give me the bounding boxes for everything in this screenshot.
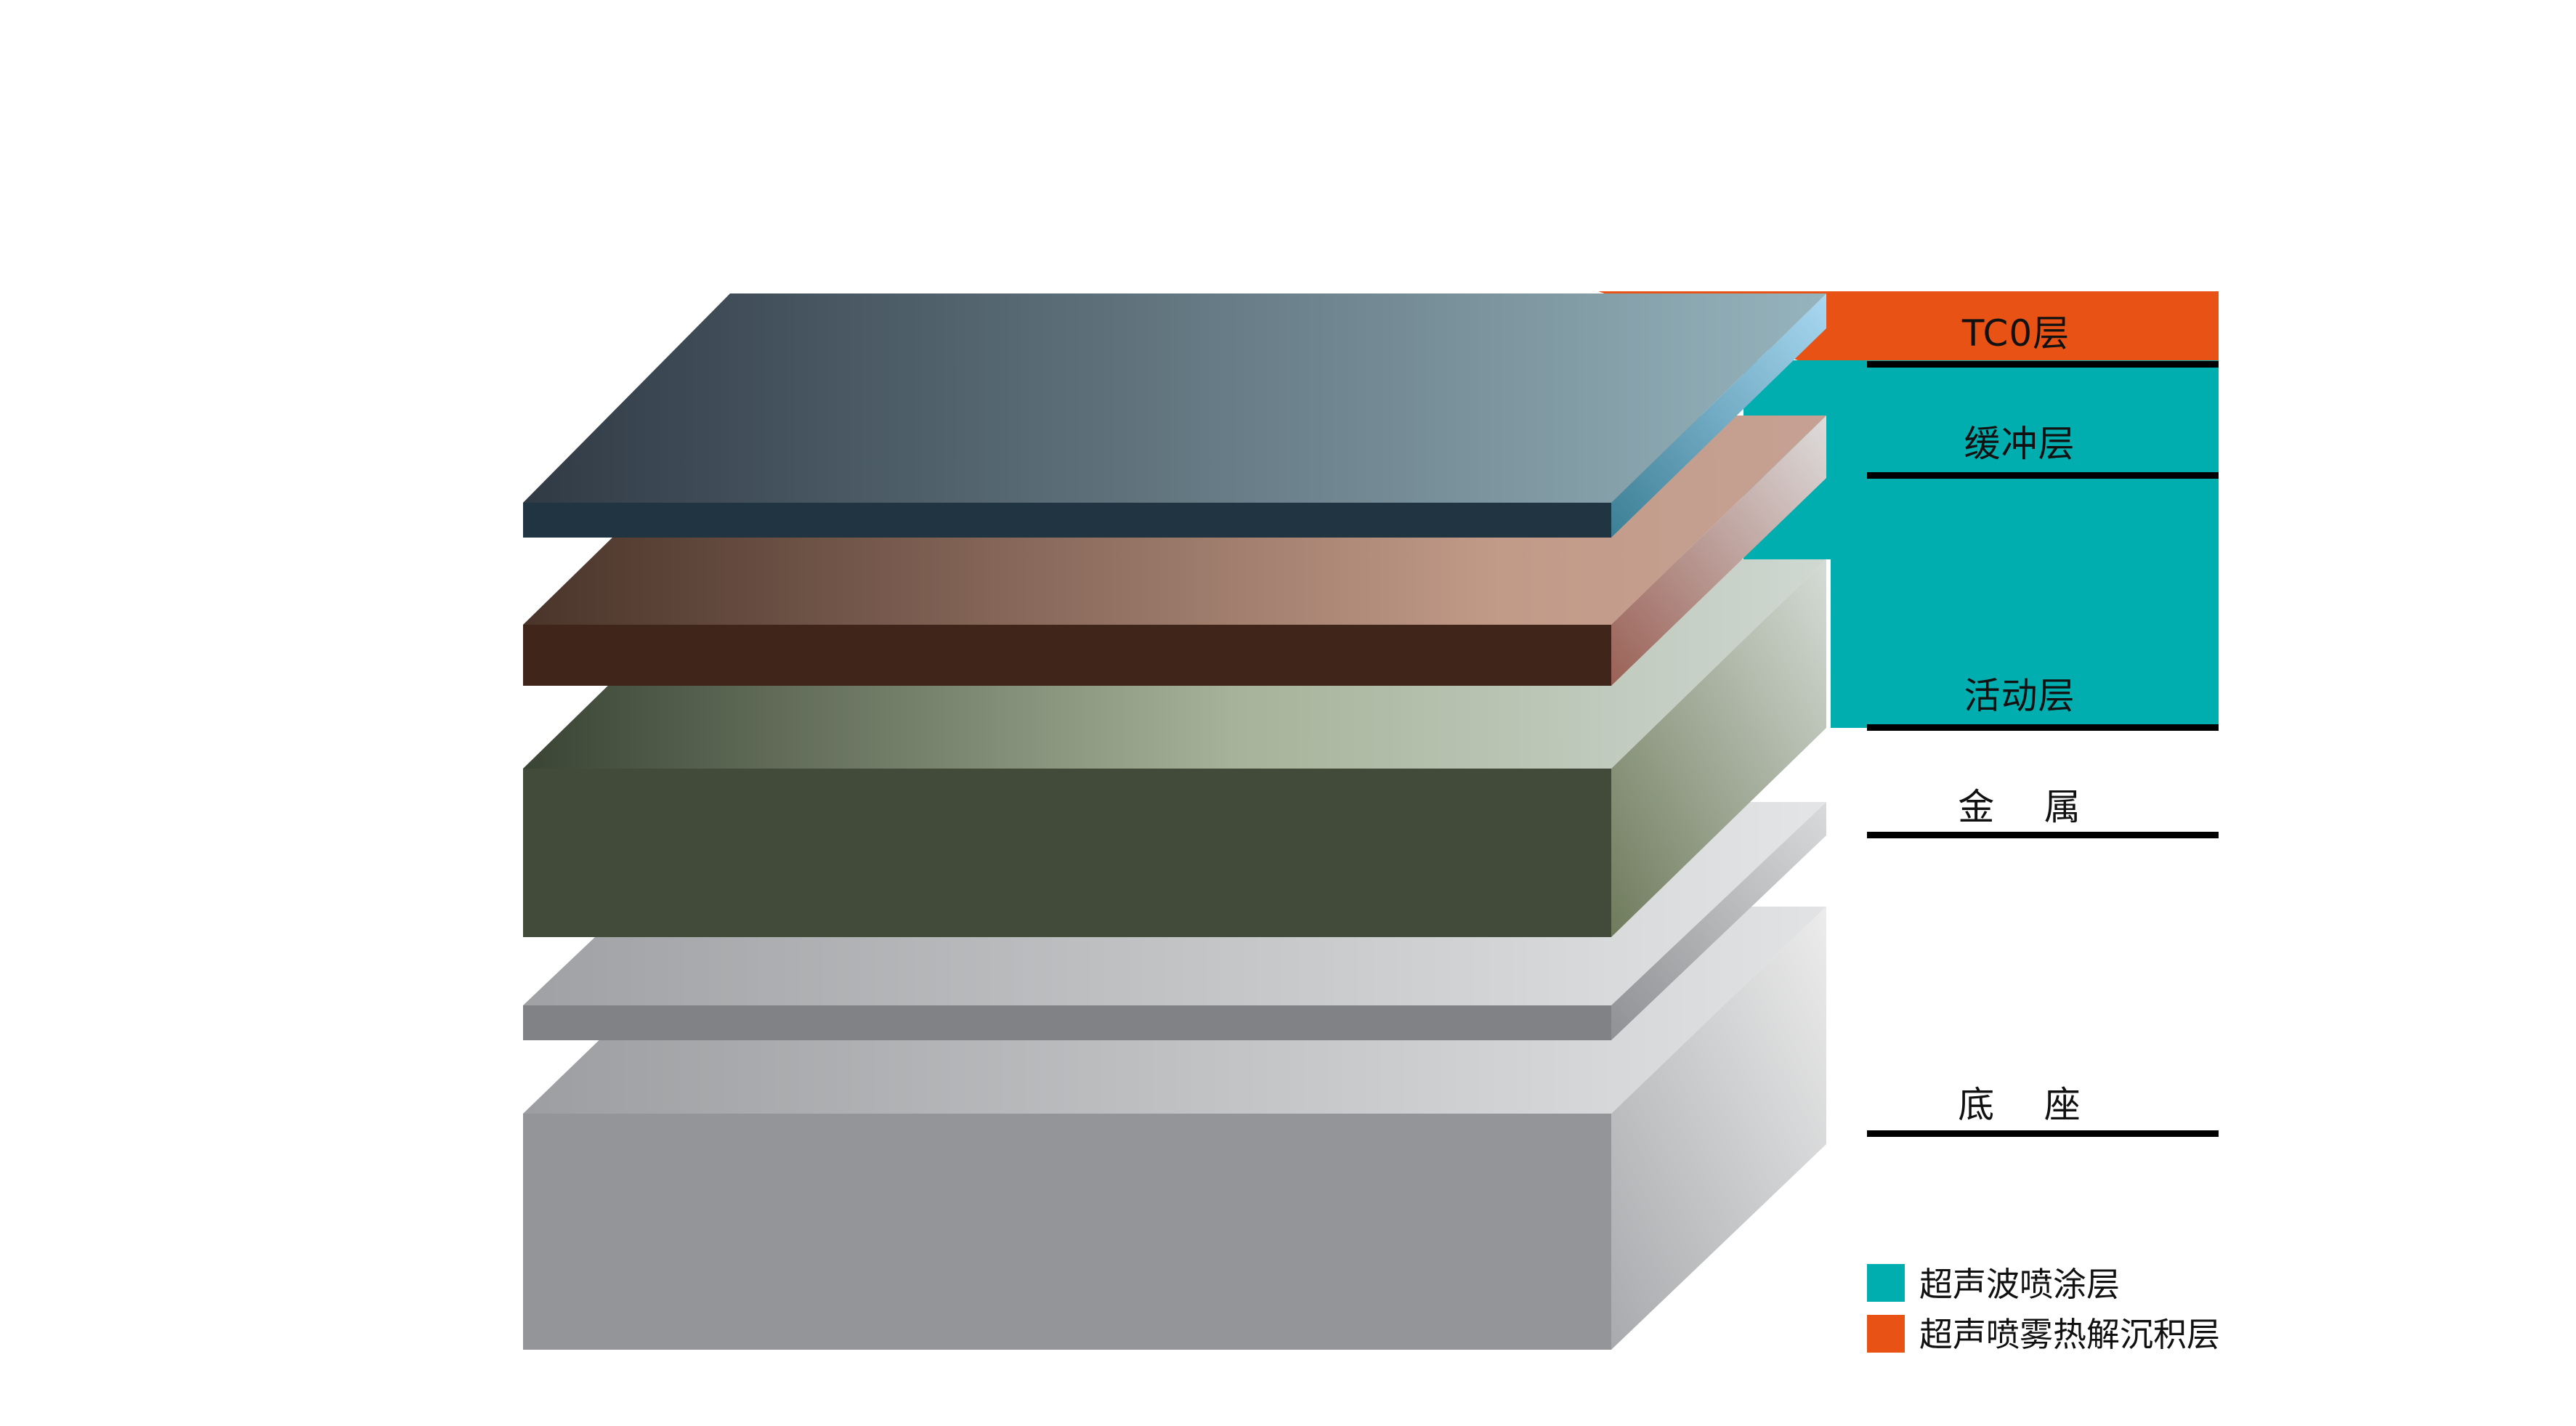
legend-label-spray-pyrolysis: 超声喷雾热解沉积层 <box>1919 1315 2220 1354</box>
ultrasonic-coating-band <box>1743 360 2219 728</box>
legend-swatch-ultrasonic <box>1867 1264 1905 1302</box>
legend-swatch-spray-pyrolysis <box>1867 1315 1905 1353</box>
active-label-rule <box>1867 724 2219 731</box>
tco-label-rule <box>1867 361 2219 368</box>
label-rules <box>1867 361 2219 1137</box>
tco-layer-label: TC0层 <box>1961 312 2070 355</box>
legend: 超声波喷涂层 超声喷雾热解沉积层 <box>1867 1264 2220 1354</box>
legend-label-ultrasonic: 超声波喷涂层 <box>1919 1265 2120 1304</box>
buffer-label-rule <box>1867 472 2219 479</box>
active-layer-label: 活动层 <box>1964 675 2075 717</box>
substrate-layer-label: 底 座 <box>1958 1084 2081 1126</box>
metal-label-rule <box>1867 832 2219 838</box>
substrate-label-rule <box>1867 1130 2219 1137</box>
buffer-layer-label: 缓冲层 <box>1964 423 2075 465</box>
metal-layer-label: 金 属 <box>1958 786 2081 828</box>
tco-layer <box>523 293 1826 538</box>
